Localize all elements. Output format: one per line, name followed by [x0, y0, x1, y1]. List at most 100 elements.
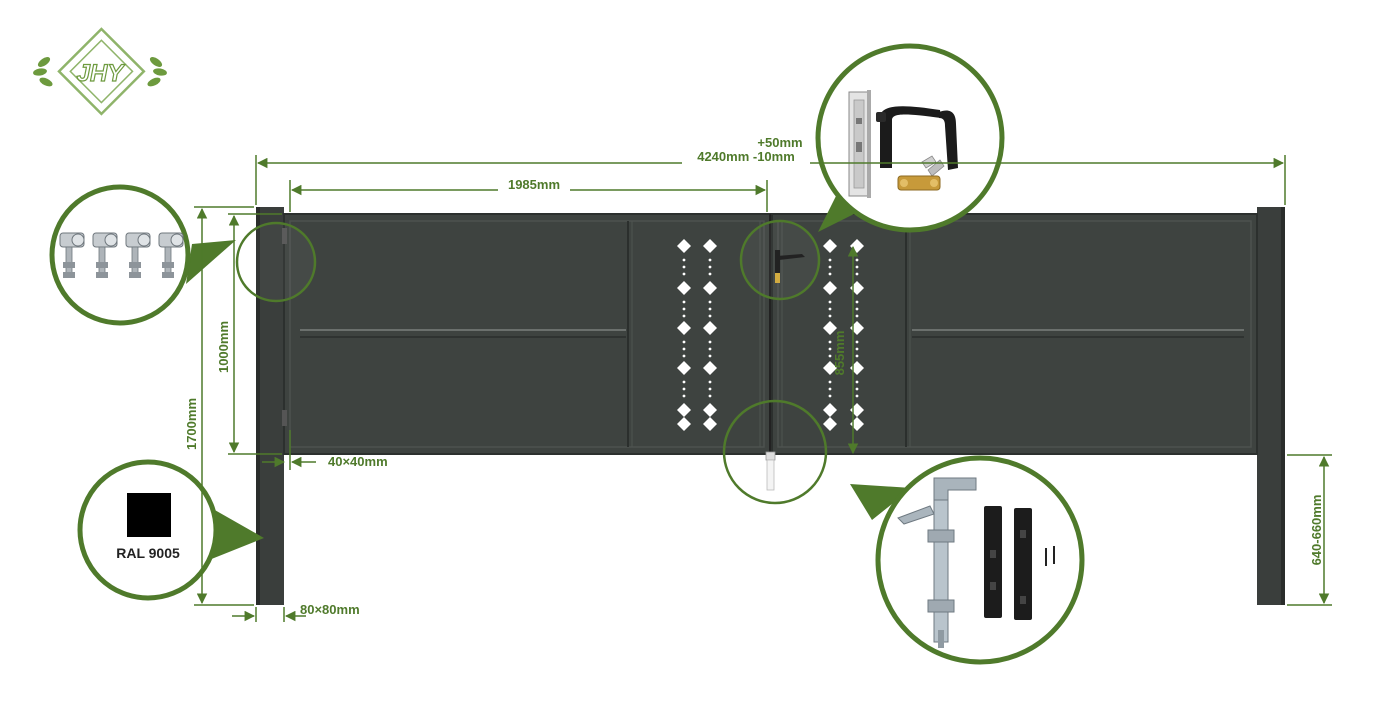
dot-hole [855, 394, 859, 398]
diamond-hole [823, 361, 837, 375]
diamond-hole [823, 417, 837, 431]
drop-bolt-callout [722, 399, 1085, 665]
diamond-hole [703, 281, 717, 295]
dot-hole [708, 300, 712, 304]
dot-hole [682, 394, 686, 398]
dot-hole [682, 380, 686, 384]
dot-hole [828, 265, 832, 269]
hinge-bolt [92, 232, 118, 278]
gate-drop-bolt [765, 451, 776, 491]
hinge-bubble [49, 184, 191, 326]
diamond-hole [823, 403, 837, 417]
drop-bolt-bubble [875, 455, 1085, 665]
leaf-height: 1000mm [216, 321, 231, 373]
hinge-bolt [125, 232, 151, 278]
dot-hole [708, 380, 712, 384]
laurel-icon [33, 57, 167, 87]
dot-hole [828, 314, 832, 318]
post-profile: 80×80mm [300, 602, 360, 617]
dot-hole [682, 347, 686, 351]
frame-profile: 40×40mm [328, 454, 388, 469]
total-width-tolerance: +50mm [757, 135, 802, 150]
dot-hole [682, 300, 686, 304]
dot-hole [855, 258, 859, 262]
diamond-hole [677, 417, 691, 431]
dot-hole [828, 340, 832, 344]
logo-text: JHY [77, 60, 126, 87]
diamond-hole [703, 321, 717, 335]
dot-hole [855, 387, 859, 391]
right-post [1257, 207, 1285, 605]
dot-hole [855, 347, 859, 351]
diamond-hole [703, 239, 717, 253]
dot-hole [708, 347, 712, 351]
dot-hole [828, 258, 832, 262]
dot-hole [682, 307, 686, 311]
dot-hole [682, 314, 686, 318]
diamond-hole [677, 239, 691, 253]
drop-bolt-icon [897, 477, 1055, 648]
dot-hole [708, 354, 712, 358]
dot-hole [682, 340, 686, 344]
hinge-bolt [59, 232, 85, 278]
dot-hole [682, 272, 686, 276]
dimension-labels: +50mm 4240mm -10mm 1985mm 1000mm 1700mm … [184, 134, 1324, 617]
dot-hole [708, 340, 712, 344]
dot-hole [828, 300, 832, 304]
total-width: 4240mm -10mm [697, 149, 795, 164]
dot-hole [708, 387, 712, 391]
post-height: 1700mm [184, 398, 199, 450]
post-underground: 640-660mm [1309, 495, 1324, 566]
dot-hole [828, 380, 832, 384]
hinge-bolt [158, 232, 184, 278]
ral-label: RAL 9005 [116, 545, 180, 561]
hinge-bolts-icon [59, 232, 184, 278]
dot-hole [708, 307, 712, 311]
color-swatch [127, 493, 171, 537]
lock-bubble [815, 43, 1005, 233]
ral-callout: RAL 9005 [77, 459, 264, 601]
diamond-hole [703, 361, 717, 375]
dot-hole [828, 387, 832, 391]
diamond-hole [823, 321, 837, 335]
dot-hole [682, 387, 686, 391]
dot-hole [855, 380, 859, 384]
gate-leaves [282, 213, 1258, 455]
dot-hole [855, 307, 859, 311]
dot-hole [708, 258, 712, 262]
dot-hole [855, 354, 859, 358]
dot-hole [855, 300, 859, 304]
diamond-hole [823, 239, 837, 253]
dot-hole [828, 394, 832, 398]
dot-hole [855, 340, 859, 344]
dot-hole [828, 272, 832, 276]
diamond-hole [703, 403, 717, 417]
diamond-hole [823, 281, 837, 295]
dot-hole [828, 307, 832, 311]
dot-hole [708, 272, 712, 276]
diamond-hole [677, 321, 691, 335]
lock-callout [739, 43, 1005, 301]
dot-hole [708, 314, 712, 318]
dot-hole [828, 347, 832, 351]
left-leaf [283, 213, 771, 455]
diamond-hole [703, 417, 717, 431]
dot-hole [855, 272, 859, 276]
dot-hole [855, 265, 859, 269]
diamond-hole [677, 361, 691, 375]
brand-logo: JHY [33, 27, 167, 116]
dot-hole [708, 265, 712, 269]
diamond-hole [677, 403, 691, 417]
dot-hole [682, 265, 686, 269]
diamond-hole [677, 281, 691, 295]
panel-height: 855mm [832, 331, 847, 376]
gate-handle [775, 250, 805, 283]
dot-hole [682, 258, 686, 262]
leaf-width: 1985mm [508, 177, 560, 192]
dot-hole [682, 354, 686, 358]
dot-hole [855, 314, 859, 318]
dot-hole [828, 354, 832, 358]
dot-hole [708, 394, 712, 398]
